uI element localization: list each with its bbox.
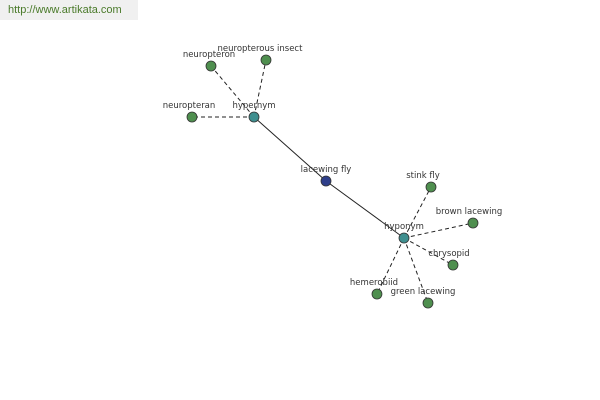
edge-hyponym-to-brown-lacewing — [403, 222, 474, 239]
edge-hyponym-to-hemerobiid — [376, 237, 405, 295]
node-stink-fly[interactable] — [425, 181, 437, 193]
edge-center-to-hyponym — [325, 180, 405, 239]
node-label-stink-fly: stink fly — [406, 171, 440, 181]
node-label-hypernym: hypernym — [232, 101, 275, 111]
node-label-brown-lacewing: brown lacewing — [436, 207, 503, 217]
edge-hyponym-to-chrysopid — [403, 237, 454, 266]
node-brown-lacewing[interactable] — [467, 217, 479, 229]
node-center[interactable] — [320, 175, 332, 187]
edge-hyponym-to-stink-fly — [403, 186, 432, 239]
node-label-neuropteran: neuropteran — [163, 101, 216, 111]
node-label-hemerobiid: hemerobiid — [350, 278, 398, 288]
node-neuropteran[interactable] — [186, 111, 198, 123]
node-green-lacewing[interactable] — [422, 297, 434, 309]
node-neuropteron[interactable] — [205, 60, 217, 72]
node-label-neuropteron: neuropteron — [183, 50, 235, 60]
node-hemerobiid[interactable] — [371, 288, 383, 300]
node-label-hyponym: hyponym — [384, 222, 424, 232]
edge-hyponym-to-green-lacewing — [403, 237, 429, 304]
node-hypernym[interactable] — [248, 111, 260, 123]
node-neuropterous-insect[interactable] — [260, 54, 272, 66]
graph-edges — [192, 59, 474, 304]
node-label-center: lacewing fly — [301, 165, 352, 175]
graph-labels: lacewing flyhypernymhyponymneuropteronne… — [163, 44, 503, 297]
edge-center-to-hypernym — [253, 116, 327, 182]
node-chrysopid[interactable] — [447, 259, 459, 271]
edge-hypernym-to-neuropterous-insect — [253, 59, 267, 118]
node-label-green-lacewing: green lacewing — [391, 287, 456, 297]
graph-nodes — [186, 54, 479, 309]
node-hyponym[interactable] — [398, 232, 410, 244]
node-label-chrysopid: chrysopid — [428, 249, 469, 259]
node-label-neuropterous-insect: neuropterous insect — [218, 44, 304, 54]
watermark-url: http://www.artikata.com — [0, 0, 138, 20]
